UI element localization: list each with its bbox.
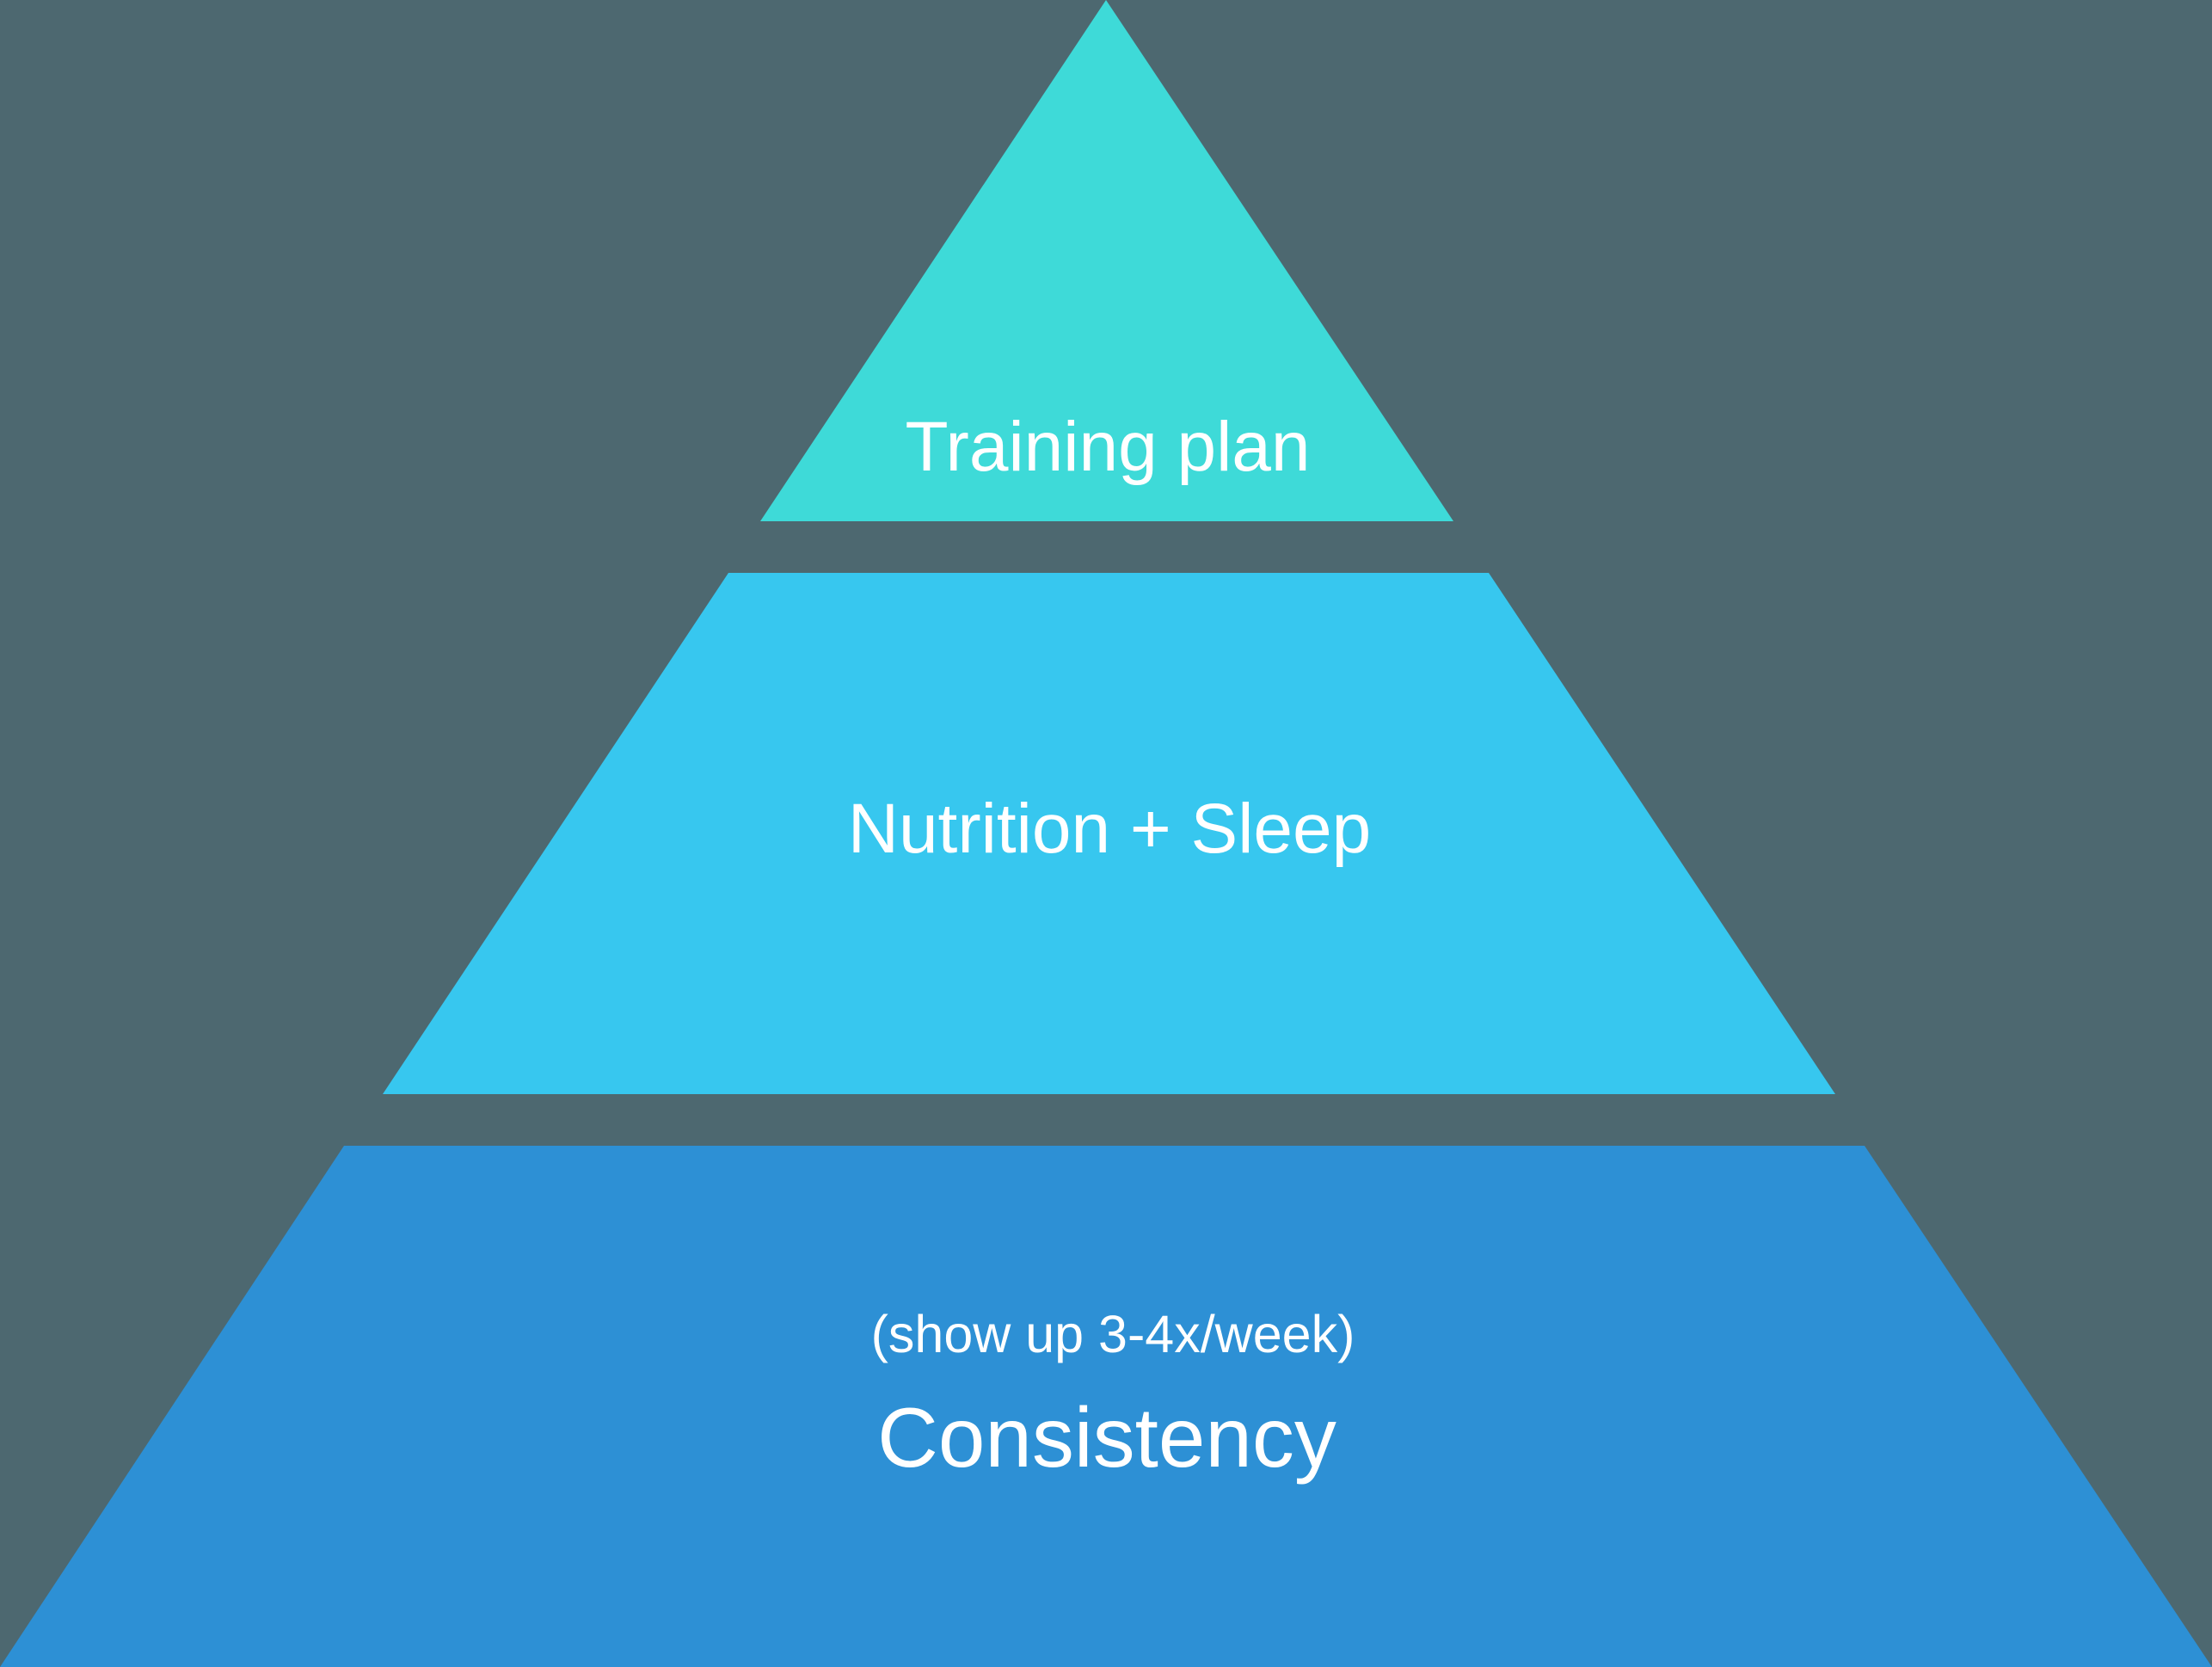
tier-middle-shape (383, 573, 1835, 1094)
tier-bottom-label: Consistency (877, 1390, 1336, 1485)
tier-top: Training plan (760, 0, 1453, 521)
tier-top-label: Training plan (905, 408, 1310, 486)
tier-bottom-sublabel: (show up 3-4x/week) (871, 1305, 1355, 1363)
tier-bottom-shape (0, 1146, 2212, 1667)
tier-middle-label: Nutrition + Sleep (848, 790, 1372, 868)
tier-bottom: (show up 3-4x/week) Consistency (0, 1146, 2212, 1667)
tier-top-shape (760, 0, 1453, 521)
tier-middle: Nutrition + Sleep (383, 573, 1835, 1094)
